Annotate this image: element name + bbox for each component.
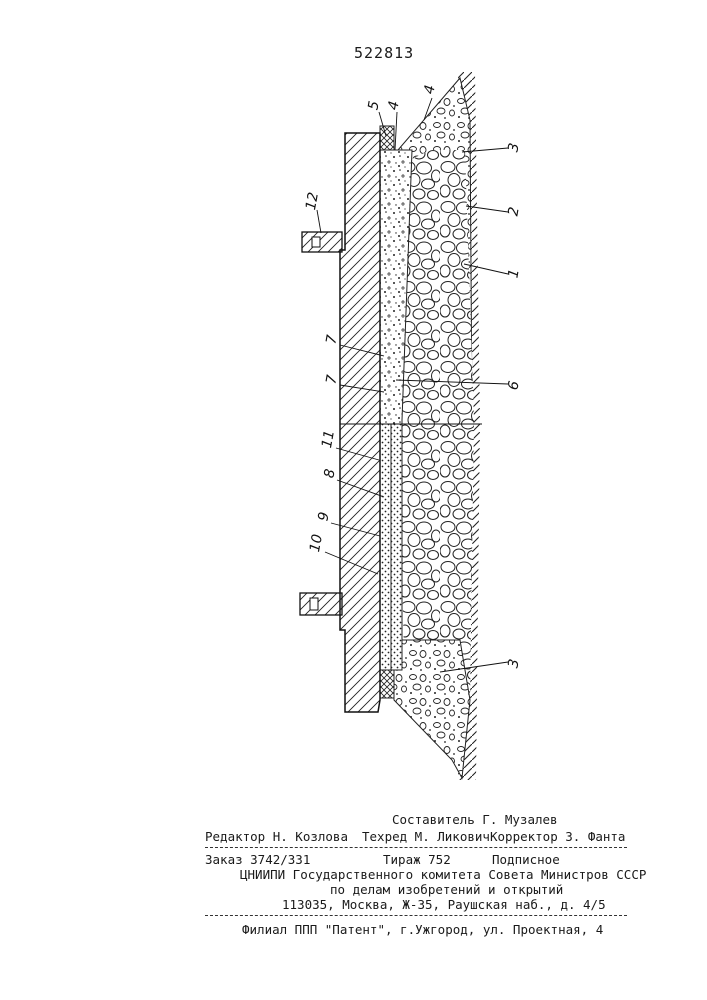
org-line-1: ЦНИИПИ Государственного комитета Совета …	[240, 867, 646, 882]
divider-bottom	[205, 915, 627, 916]
compiler-credit: Составитель Г. Музалев	[392, 812, 558, 827]
address: 113035, Москва, Ж-35, Раушская наб., д. …	[282, 897, 606, 912]
end-block-bottom	[380, 670, 394, 698]
cross-section-figure: 5 4 4 3 2 1 12 7 7 6 11 8 9 10 3	[0, 0, 707, 800]
concrete-slab	[340, 133, 380, 712]
end-block-top	[380, 126, 394, 150]
callout-7a: 7	[323, 334, 340, 346]
callout-2: 2	[505, 206, 522, 218]
callout-1: 1	[505, 268, 522, 280]
callout-11: 11	[319, 429, 338, 449]
branch-address: Филиал ППП "Патент", г.Ужгород, ул. Прое…	[242, 922, 603, 937]
callout-6: 6	[505, 380, 522, 392]
order-number: Заказ 3742/331	[205, 852, 310, 867]
callout-10: 10	[307, 533, 326, 553]
rail-top	[302, 232, 342, 252]
callout-7b: 7	[323, 374, 340, 386]
callout-4a: 4	[385, 100, 402, 112]
callout-3a: 3	[505, 142, 522, 154]
callout-3b: 3	[505, 658, 522, 670]
callout-9: 9	[315, 511, 332, 523]
subscription: Подписное	[492, 852, 560, 867]
callout-4b: 4	[421, 84, 438, 96]
circulation: Тираж 752	[383, 852, 451, 867]
corrector-credit: Корректор З. Фанта	[490, 829, 625, 844]
gravel-fill-lower	[394, 640, 470, 778]
callout-5: 5	[365, 100, 382, 112]
callout-12: 12	[303, 191, 322, 211]
editor-credit: Редактор Н. Козлова	[205, 829, 348, 844]
techred-credit: Техред М. Ликович	[362, 829, 490, 844]
org-line-2: по делам изобретений и открытий	[330, 882, 563, 897]
divider-top	[205, 847, 627, 848]
rail-bottom	[300, 593, 342, 615]
callout-8: 8	[321, 468, 338, 480]
